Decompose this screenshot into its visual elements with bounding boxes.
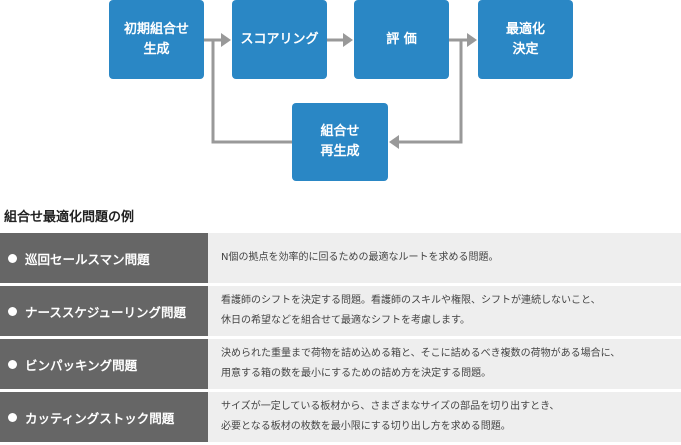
problem-name-cell: ナーススケジューリング問題	[0, 286, 208, 336]
bullet-dot-icon	[8, 306, 17, 316]
problem-name: ナーススケジューリング問題	[25, 304, 187, 320]
table-row: ビンパッキング問題 決められた重量まで荷物を詰め込める箱と、そこに詰めるべき複数…	[0, 339, 681, 389]
problem-examples-table: 巡回セールスマン問題 N個の拠点を効率的に回るための最適なルートを求める問題。 …	[0, 233, 681, 445]
bullet-dot-icon	[8, 359, 17, 369]
problem-description-line1: サイズが一定している板材から、さまざまなサイズの部品を切り出すとき、	[221, 401, 560, 412]
evaluation-box: 評 価	[354, 0, 449, 79]
initial-combination-line2: 生成	[143, 41, 170, 57]
section-title: 組合せ最適化問題の例	[4, 210, 135, 225]
arrowhead-to-regeneration	[389, 135, 399, 149]
scoring-label: スコアリング	[240, 31, 319, 47]
problem-description-line2: 用意する箱の数を最小にするための詰め方を決定する問題。	[221, 368, 492, 379]
regeneration-box: 組合せ 再生成	[292, 103, 388, 181]
arrowhead-to-evaluation	[343, 33, 353, 47]
regeneration-line1: 組合せ	[320, 124, 360, 139]
initial-combination-line1: 初期組合せ	[123, 21, 189, 37]
arrow-evaluation-to-regeneration	[398, 40, 463, 144]
table-row: ナーススケジューリング問題 看護師のシフトを決定する問題。看護師のスキルや権限、…	[0, 286, 681, 336]
initial-combination-box: 初期組合せ 生成	[109, 0, 204, 79]
problem-description-line1: 看護師のシフトを決定する問題。看護師のスキルや権限、シフトが連続しないこと、	[221, 295, 601, 306]
problem-description-line1: 決められた重量まで荷物を詰め込める箱と、そこに詰めるべき複数の荷物がある場合に、	[221, 348, 621, 359]
evaluation-label: 評 価	[386, 31, 417, 47]
table-row: カッティングストック問題 サイズが一定している板材から、さまざまなサイズの部品を…	[0, 392, 681, 442]
problem-description-cell: 看護師のシフトを決定する問題。看護師のスキルや権限、シフトが連続しないこと、 休…	[208, 286, 681, 336]
problem-description-line1: N個の拠点を効率的に回るための最適なルートを求める問題。	[221, 252, 499, 263]
problem-name-cell: ビンパッキング問題	[0, 339, 208, 389]
problem-name-cell: カッティングストック問題	[0, 392, 208, 442]
problem-description-cell: 決められた重量まで荷物を詰め込める箱と、そこに詰めるべき複数の荷物がある場合に、…	[208, 339, 681, 389]
regeneration-line2: 再生成	[320, 144, 360, 159]
arrowhead-to-optimization	[467, 33, 477, 47]
arrowhead-to-scoring	[221, 33, 231, 47]
problem-name: カッティングストック問題	[25, 410, 175, 426]
optimization-line1: 最適化	[505, 21, 545, 37]
problem-name-cell: 巡回セールスマン問題	[0, 233, 208, 283]
optimization-line2: 決定	[512, 41, 539, 57]
scoring-box: スコアリング	[232, 0, 327, 79]
problem-name: ビンパッキング問題	[25, 357, 138, 373]
bullet-dot-icon	[8, 253, 17, 263]
problem-description-line2: 必要となる板材の枚数を最小限にする切り出し方を求める問題。	[221, 421, 511, 432]
arrow-regeneration-to-merge	[211, 40, 292, 144]
problem-name: 巡回セールスマン問題	[25, 251, 150, 267]
flow-arrows	[204, 33, 477, 149]
optimization-decision-box: 最適化 決定	[478, 0, 573, 79]
table-row: 巡回セールスマン問題 N個の拠点を効率的に回るための最適なルートを求める問題。	[0, 233, 681, 283]
problem-description-line2: 休日の希望などを組合せて最適なシフトを考慮します。	[221, 315, 470, 326]
problem-description-cell: サイズが一定している板材から、さまざまなサイズの部品を切り出すとき、 必要となる…	[208, 392, 681, 442]
problem-description-cell: N個の拠点を効率的に回るための最適なルートを求める問題。	[208, 233, 681, 283]
optimization-flow-diagram: 初期組合せ 生成 スコアリング 評 価 最適化 決定 組合せ 再生成	[0, 0, 681, 195]
bullet-dot-icon	[8, 412, 17, 422]
